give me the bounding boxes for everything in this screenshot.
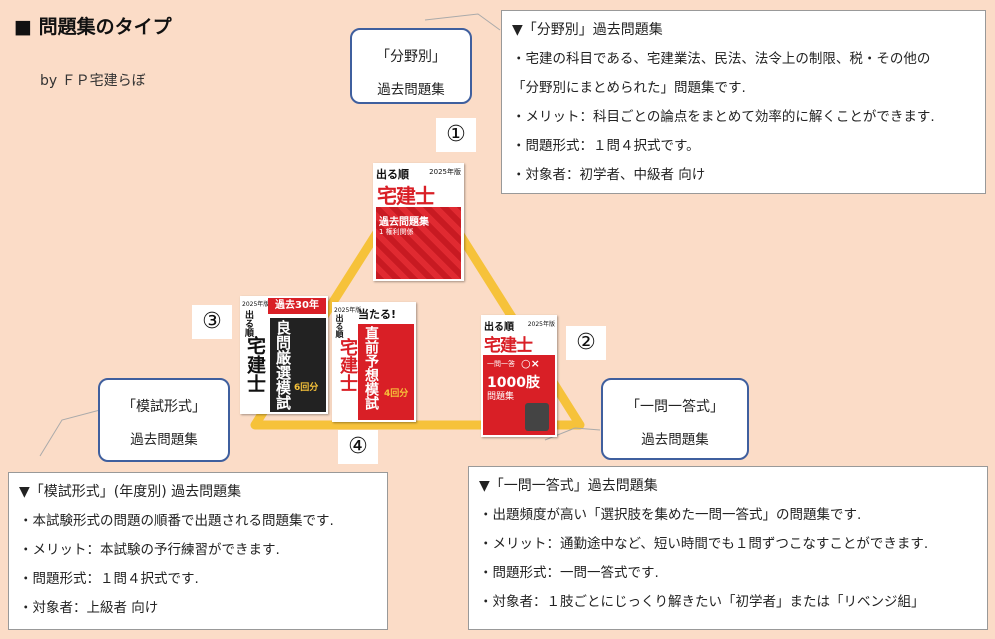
book-ichimon: 出る順 2025年版 宅建士 一問一答 ○× 1000肢 問題集 <box>481 315 557 437</box>
book1-vol: 1 権利関係 <box>379 228 414 236</box>
book3-panel <box>270 318 326 412</box>
book4-top: 出る順 <box>335 314 344 338</box>
label-bunyabetsu-line2: 過去問題集 <box>377 82 445 98</box>
info-bunyabetsu: ▼「分野別」過去問題集 ・宅建の科目である、宅建業法、民法、法令上の制限、税・そ… <box>501 10 986 194</box>
book2-mark: ○× <box>521 357 540 370</box>
info-moshi-row: ・対象者：上級者 向け <box>19 600 159 616</box>
book4-panel <box>358 324 414 420</box>
book4-vertical: 直前予想模試 <box>363 326 379 410</box>
page-title: ■ 問題集のタイプ <box>14 16 172 38</box>
info-bunyabetsu-row: ・メリット：科目ごとの論点をまとめて効率的に解くことができます. <box>512 109 935 125</box>
leader-line-left <box>39 409 101 457</box>
info-moshi-row: ・問題形式：１問４択式です. <box>19 571 199 587</box>
number-2: ② <box>566 326 606 360</box>
book2-sub2: 問題集 <box>487 392 515 402</box>
phone-icon <box>525 403 549 431</box>
info-moshi-row: ・本試験形式の問題の順番で出題される問題集です. <box>19 513 334 529</box>
info-ichimon: ▼「一問一答式」過去問題集 ・出題頻度が高い「選択肢を集めた一問一答式」の問題集… <box>468 466 988 630</box>
book3-main: 宅建士 <box>244 336 266 393</box>
book-moshi-1: 2025年版 出る順 宅建士 過去30年 良問厳選模試 6回分 <box>240 296 328 414</box>
book1-main: 宅建士 <box>377 184 435 208</box>
label-bunyabetsu-line1: 「分野別」 <box>376 49 446 65</box>
label-ichimon-line2: 過去問題集 <box>641 432 709 448</box>
info-bunyabetsu-heading: ▼「分野別」過去問題集 <box>512 22 663 38</box>
number-4: ④ <box>338 430 378 464</box>
book3-year: 2025年版 <box>242 301 270 308</box>
info-ichimon-row: ・メリット：通勤途中など、短い時間でも１問ずつこなすことができます. <box>479 536 929 552</box>
book-moshi-2: 2025年版 出る順 宅建士 当たる! 直前予想模試 4回分 <box>332 302 416 422</box>
info-moshi: ▼「模試形式」(年度別) 過去問題集 ・本試験形式の問題の順番で出題される問題集… <box>8 472 388 630</box>
book2-count: 1000肢 <box>487 375 540 391</box>
book4-main: 宅建士 <box>337 338 358 392</box>
info-ichimon-row: ・出題頻度が高い「選択肢を集めた一問一答式」の問題集です. <box>479 507 862 523</box>
book1-sub: 過去問題集 <box>379 217 429 228</box>
book3-num: 6回分 <box>294 383 319 393</box>
label-moshi-line1: 「模試形式」 <box>122 399 206 415</box>
info-moshi-heading: ▼「模試形式」(年度別) 過去問題集 <box>19 484 242 500</box>
label-moshi: 「模試形式」 過去問題集 <box>98 378 230 462</box>
book3-vertical: 良問厳選模試 <box>274 320 292 410</box>
info-ichimon-row: ・対象者：１肢ごとにじっくり解きたい「初学者」または「リベンジ組」 <box>479 594 925 610</box>
book1-top: 出る順 <box>376 168 409 181</box>
book3-badge: 過去30年 <box>268 298 326 314</box>
book1-year: 2025年版 <box>429 168 461 176</box>
book1-pattern <box>376 207 461 279</box>
book-bunyabetsu: 出る順 2025年版 宅建士 過去問題集 1 権利関係 <box>373 163 464 281</box>
book4-year: 2025年版 <box>334 307 362 314</box>
number-3: ③ <box>192 305 232 339</box>
book2-top: 出る順 <box>484 322 514 333</box>
info-bunyabetsu-row: ・対象者：初学者、中級者 向け <box>512 167 706 183</box>
triangle <box>250 163 585 430</box>
book3-top: 出る順 <box>243 310 253 337</box>
leader-line-top <box>424 13 501 31</box>
info-bunyabetsu-row: ・問題形式：１問４択式です。 <box>512 138 700 154</box>
book4-num: 4回分 <box>384 389 409 399</box>
book2-sub: 一問一答 <box>487 360 515 368</box>
book4-hit: 当たる! <box>358 308 397 321</box>
book2-year: 2025年版 <box>527 321 555 328</box>
number-1: ① <box>436 118 476 152</box>
info-bunyabetsu-row: 「分野別にまとめられた」問題集です. <box>512 80 746 96</box>
info-ichimon-heading: ▼「一問一答式」過去問題集 <box>479 478 658 494</box>
byline: by ＦＰ宅建らぼ <box>40 73 146 89</box>
label-bunyabetsu: 「分野別」 過去問題集 <box>350 28 472 104</box>
info-ichimon-row: ・問題形式：一問一答式です. <box>479 565 659 581</box>
book2-main: 宅建士 <box>484 336 533 356</box>
label-moshi-line2: 過去問題集 <box>130 432 198 448</box>
label-ichimon-line1: 「一問一答式」 <box>626 399 724 415</box>
info-bunyabetsu-row: ・宅建の科目である、宅建業法、民法、法令上の制限、税・その他の <box>512 51 931 67</box>
info-moshi-row: ・メリット：本試験の予行練習ができます. <box>19 542 280 558</box>
label-ichimon: 「一問一答式」 過去問題集 <box>601 378 749 460</box>
